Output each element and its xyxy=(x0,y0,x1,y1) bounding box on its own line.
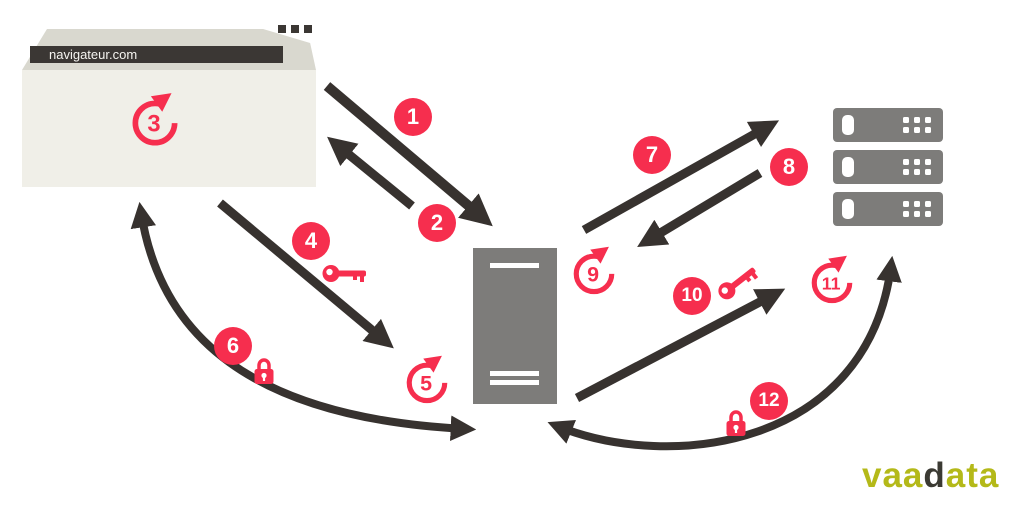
svg-text:5: 5 xyxy=(420,371,432,395)
arrow-step-10-key-exchange xyxy=(574,288,786,402)
refresh-icon-step-9: 9 xyxy=(573,246,615,295)
server-rack-unit xyxy=(833,108,943,142)
server-rack-unit xyxy=(833,192,943,226)
browser-url: navigateur.com xyxy=(49,47,138,62)
svg-text:11: 11 xyxy=(822,273,841,293)
padlock-icon-step-6 xyxy=(254,358,274,384)
step-badge-4: 4 xyxy=(292,222,330,260)
refresh-icon-step-5: 5 xyxy=(406,355,448,404)
arrow-step-1-request xyxy=(323,82,493,227)
step-badge-12: 12 xyxy=(750,382,788,420)
svg-text:3: 3 xyxy=(147,110,160,137)
step-badge-7: 7 xyxy=(633,136,671,174)
browser-window: navigateur.com xyxy=(22,23,316,187)
browser-viewport xyxy=(22,70,316,187)
step-badge-10: 10 xyxy=(673,277,711,315)
arrow-step-2-response xyxy=(327,136,415,210)
logo-part-3: ata xyxy=(945,456,1000,495)
refresh-icon-step-11: 11 xyxy=(811,255,853,304)
key-icon-step-4 xyxy=(322,265,366,282)
web-server-icon xyxy=(473,248,557,404)
step-badge-6: 6 xyxy=(214,327,252,365)
browser-address-bar: navigateur.com xyxy=(30,46,283,63)
padlock-icon-step-12 xyxy=(726,410,746,436)
server-rack-unit xyxy=(833,150,943,184)
refresh-icon-step-3: 3 xyxy=(132,93,178,146)
arrow-step-8-response xyxy=(637,169,763,247)
logo-part-1: vaa xyxy=(862,456,924,495)
browser-menu-dots-icon xyxy=(278,25,312,33)
step-badge-8: 8 xyxy=(770,148,808,186)
logo-part-2: d xyxy=(923,456,946,495)
arrow-step-12-encrypted-channel xyxy=(547,255,902,451)
step-badge-1: 1 xyxy=(394,98,432,136)
vaadata-logo: vaadata xyxy=(862,458,999,494)
step-badge-2: 2 xyxy=(418,204,456,242)
arrow-step-7-request xyxy=(581,120,780,234)
svg-text:9: 9 xyxy=(587,262,599,286)
